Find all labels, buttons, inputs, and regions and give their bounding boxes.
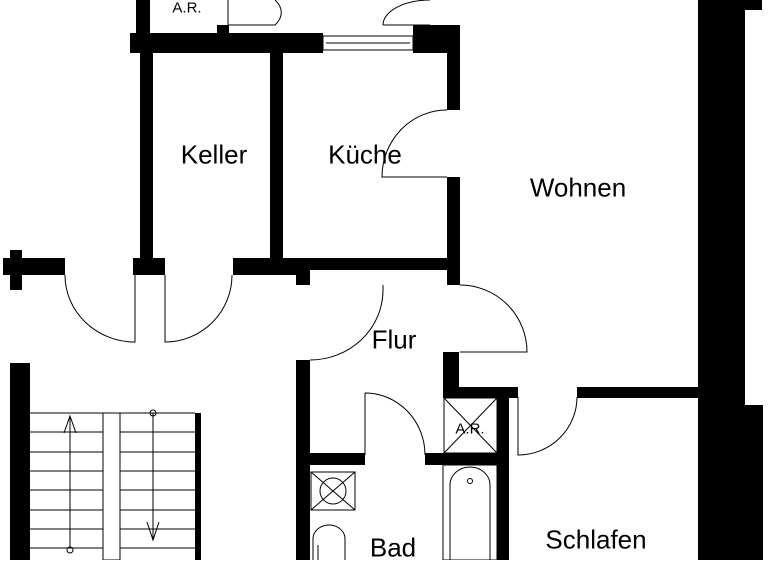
- room-label-flur: Flur: [371, 324, 417, 355]
- wall: [133, 258, 165, 275]
- wall: [698, 0, 745, 560]
- wall: [195, 413, 201, 560]
- bathtub: [442, 464, 498, 560]
- wall: [233, 258, 310, 275]
- room-label-ar-top: A.R.: [172, 0, 202, 17]
- toilet: [312, 524, 346, 560]
- washing-machine: [310, 471, 356, 511]
- wall: [745, 405, 763, 560]
- wall: [443, 387, 518, 398]
- wall: [425, 453, 497, 465]
- wall: [443, 352, 459, 397]
- wall: [283, 258, 447, 270]
- wall: [217, 25, 229, 35]
- wall: [270, 53, 283, 270]
- wall: [447, 177, 460, 285]
- room-label-kueche: Küche: [328, 139, 402, 170]
- wall: [447, 25, 460, 110]
- wall: [296, 258, 310, 285]
- room-label-wohnen: Wohnen: [529, 172, 627, 203]
- wall: [700, 0, 762, 10]
- wall: [296, 360, 310, 560]
- room-label-bad: Bad: [369, 532, 417, 563]
- room-label-ar-mid: A.R.: [455, 420, 485, 438]
- ar-cabinet: [443, 397, 498, 454]
- wall: [310, 453, 365, 465]
- wall: [497, 390, 509, 560]
- staircase: [30, 409, 195, 560]
- room-label-schlafen: Schlafen: [545, 524, 647, 555]
- room-label-keller: Keller: [180, 139, 248, 170]
- walls: [3, 0, 763, 560]
- wall: [130, 33, 323, 53]
- wall: [3, 258, 65, 275]
- wall: [577, 387, 698, 398]
- wall: [140, 53, 153, 275]
- door-swings: [64, 0, 578, 456]
- window: [322, 35, 414, 51]
- wall: [10, 363, 30, 560]
